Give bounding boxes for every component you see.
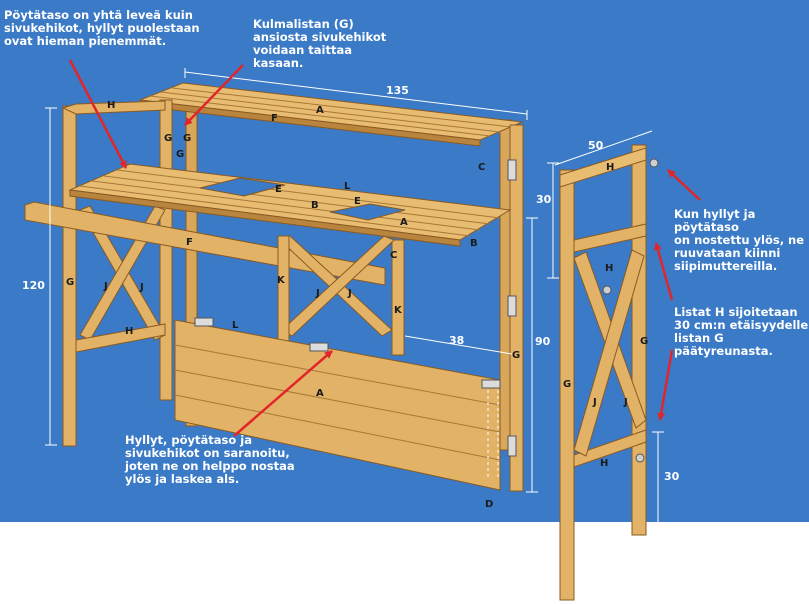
workbench-main: [24, 82, 524, 492]
dim-shelf-gap: 30: [536, 193, 552, 206]
part-label: C: [478, 162, 485, 173]
part-label: B: [470, 238, 478, 249]
part-labels: A A A B B C C D E E F F G G G G G G G H …: [66, 100, 648, 510]
part-label: L: [344, 181, 351, 192]
part-label: G: [164, 133, 172, 144]
part-label: D: [485, 499, 493, 510]
dim-depth-gap: 38: [449, 334, 464, 347]
part-label: G: [66, 277, 74, 288]
white-footer: [0, 522, 809, 604]
part-label: J: [139, 282, 144, 293]
part-label: G: [640, 336, 648, 347]
part-label: B: [311, 200, 319, 211]
note-worktop-width: Pöytätaso on yhtä leveä kuin sivukehikot…: [4, 8, 200, 48]
part-label: E: [354, 196, 361, 207]
note-corner-strip: Kulmalistan (G) ansiosta sivukehikot voi…: [253, 17, 387, 70]
dim-side-width: 50: [588, 139, 604, 152]
part-label: H: [605, 263, 613, 274]
part-label: G: [176, 149, 184, 160]
part-label: A: [316, 105, 324, 116]
part-label: J: [592, 397, 597, 408]
part-label: L: [232, 320, 239, 331]
part-label: K: [394, 305, 403, 316]
part-label: H: [606, 162, 614, 173]
part-label: F: [186, 237, 193, 248]
part-label: H: [125, 326, 133, 337]
dim-side-bottom: 30: [664, 470, 680, 483]
part-label: H: [107, 100, 115, 111]
side-frame: [559, 144, 659, 601]
part-label: J: [623, 397, 628, 408]
part-label: G: [512, 350, 520, 361]
callout-arrows: [68, 59, 701, 437]
note-strip-h-placement: Listat H sijoitetaan 30 cm:n etäisyydell…: [674, 305, 809, 358]
note-wing-nuts: Kun hyllyt ja pöytätaso on nostettu ylös…: [674, 207, 805, 273]
dim-height-left: 120: [22, 279, 45, 292]
part-label: K: [277, 275, 286, 286]
part-label: J: [103, 281, 108, 292]
dim-right-height: 90: [535, 335, 551, 348]
note-hinged-parts: Hyllyt, pöytätaso ja sivukehikot on sara…: [125, 433, 295, 486]
part-label: G: [183, 133, 191, 144]
part-label: J: [315, 288, 320, 299]
part-label: C: [390, 250, 397, 261]
part-label: G: [563, 379, 571, 390]
part-label: J: [347, 288, 352, 299]
part-label: A: [316, 388, 324, 399]
part-label: H: [600, 458, 608, 469]
part-label: A: [400, 217, 408, 228]
dim-length: 135: [386, 84, 409, 97]
part-label: E: [275, 184, 282, 195]
dimension-lines: [45, 68, 664, 531]
part-label: F: [271, 113, 278, 124]
